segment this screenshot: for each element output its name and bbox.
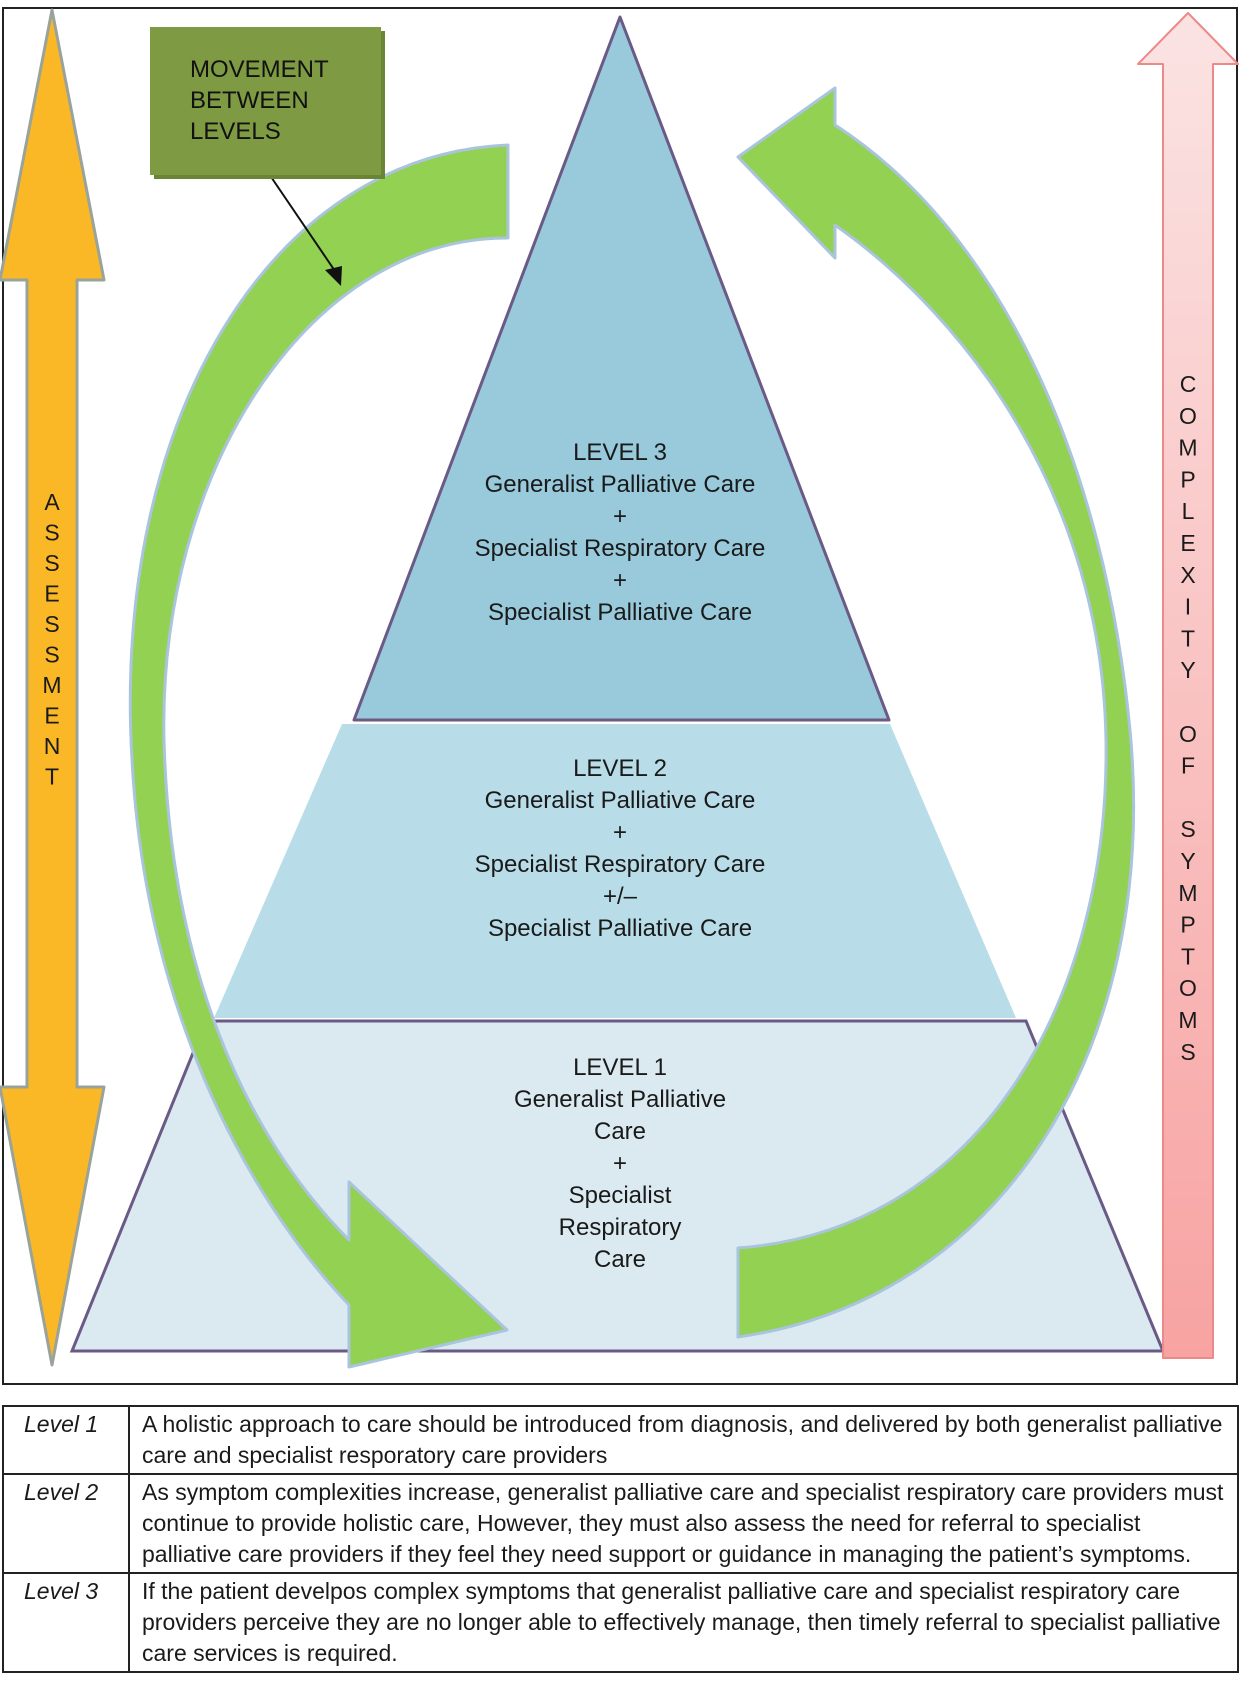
axis-label-letter: S (1180, 1039, 1195, 1065)
level-text-line: +/– (603, 883, 638, 910)
axis-label-letter: N (44, 733, 61, 759)
callout-pointer-line (264, 167, 338, 275)
axis-label-letter: P (1180, 912, 1195, 938)
axis-label-letter: M (1178, 1007, 1197, 1033)
level-text-line: LEVEL 3 (573, 439, 667, 466)
level-text-line: Specialist Palliative Care (488, 915, 752, 942)
axis-label-letter: C (1180, 371, 1197, 397)
axis-label-letter: M (1178, 880, 1197, 906)
axis-label-letter: S (44, 642, 59, 668)
level-3-tier (352, 15, 891, 722)
axis-label-letter: T (1181, 625, 1195, 651)
level-text-line: + (613, 567, 627, 594)
level-2-tier (214, 724, 1016, 1018)
complexity-arrow (1137, 12, 1239, 1359)
level-description: A holistic approach to care should be in… (128, 1405, 1239, 1475)
axis-label-letter: L (1182, 498, 1195, 524)
axis-label-letter: X (1180, 562, 1195, 588)
level-text-line: Specialist Respiratory Care (475, 535, 766, 562)
table-row: Level 3 If the patient develpos complex … (2, 1572, 1239, 1673)
axis-label-letter: M (42, 672, 61, 698)
axis-label-letter: Y (1180, 657, 1195, 683)
axis-label-letter: S (44, 611, 59, 637)
level-text-line: + (613, 1150, 627, 1177)
level-description: As symptom complexities increase, genera… (128, 1473, 1239, 1574)
callout-pointer-head (325, 266, 342, 286)
level-text-line: Generalist Palliative Care (485, 471, 756, 498)
axis-label-letter: E (44, 703, 59, 729)
axis-label-letter: E (1180, 530, 1195, 556)
level-3-text: LEVEL 3 Generalist Palliative Care + Specia… (475, 439, 766, 626)
level-text-line: LEVEL 1 (573, 1054, 667, 1081)
diagram-frame (2, 7, 1238, 1385)
axis-label-letter: M (1178, 435, 1197, 461)
down-cycle-arrow (128, 143, 510, 1369)
callout-line: LEVELS (190, 118, 281, 145)
axis-label-letter: F (1181, 753, 1195, 779)
axis-label-letter: Y (1180, 848, 1195, 874)
level-label: Level 3 (2, 1572, 130, 1673)
axis-label-letter: T (1181, 943, 1195, 969)
axis-label-letter: S (44, 550, 59, 576)
callout-line: BETWEEN (190, 87, 309, 114)
axis-label-letter: S (44, 520, 59, 546)
movement-between-levels-callout: MOVEMENT BETWEEN LEVELS (150, 27, 381, 175)
level-2-text: LEVEL 2 Generalist Palliative Care + Specia… (475, 755, 766, 942)
axis-label-letter: O (1179, 721, 1197, 747)
axis-label-letter: O (1179, 403, 1197, 429)
level-label: Level 1 (2, 1405, 130, 1475)
level-text-line: Generalist Palliative Care (485, 787, 756, 814)
axis-label-letter: A (44, 489, 60, 515)
level-text-line: Care (594, 1118, 646, 1145)
level-text-line: Specialist (569, 1182, 672, 1209)
level-text-line: + (613, 503, 627, 530)
up-cycle-arrow (736, 86, 1135, 1339)
table-row: Level 1 A holistic approach to care shou… (2, 1405, 1239, 1475)
axis-label-letter: P (1180, 466, 1195, 492)
level-text-line: Specialist Respiratory Care (475, 851, 766, 878)
axis-label-letter: S (1180, 816, 1195, 842)
axis-label-letter: T (45, 764, 59, 790)
callout-line: MOVEMENT (190, 56, 329, 83)
level-text-line: Care (594, 1246, 646, 1273)
level-label: Level 2 (2, 1473, 130, 1574)
level-text-line: Specialist Palliative Care (488, 599, 752, 626)
axis-label-letter: E (44, 581, 59, 607)
level-text-line: LEVEL 2 (573, 755, 667, 782)
level-text-line: Respiratory (559, 1214, 682, 1241)
table-row: Level 2 As symptom complexities increase… (2, 1473, 1239, 1574)
level-descriptions-table: Level 1 A holistic approach to care shou… (2, 1405, 1239, 1673)
level-description: If the patient develpos complex symptoms… (128, 1572, 1239, 1673)
level-text-line: + (613, 819, 627, 846)
axis-label-letter: O (1179, 975, 1197, 1001)
assessment-double-arrow (0, 8, 106, 1367)
axis-label-letter: I (1185, 594, 1191, 620)
palliative-care-levels-diagram: LEVEL 3 Generalist Palliative Care + Specia… (0, 7, 1239, 1385)
level-text-line: Generalist Palliative (514, 1086, 726, 1113)
